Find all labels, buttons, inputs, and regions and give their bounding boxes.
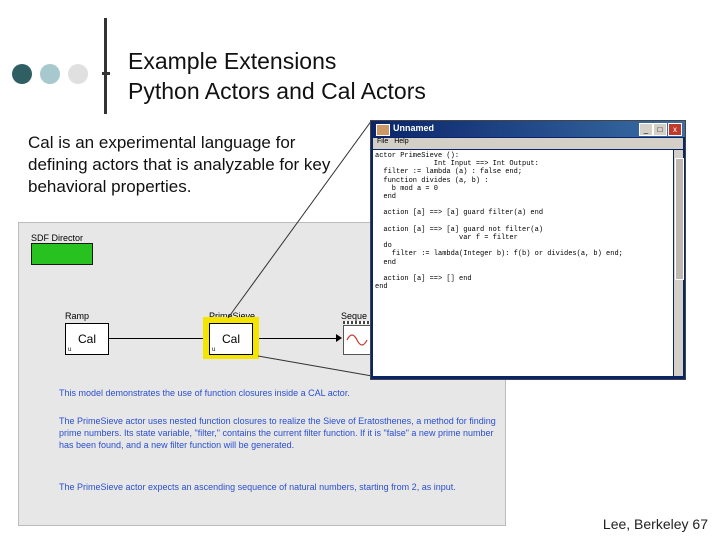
maximize-button[interactable]: □ [653,123,667,136]
prime-sieve-actor[interactable]: Cal u [209,323,253,355]
plotter-ticks [343,321,373,324]
title-divider [104,18,107,114]
wire-ramp-sieve [108,338,204,339]
arrow-icon [336,334,342,342]
model-description-3: The PrimeSieve actor expects an ascendin… [59,482,456,492]
cal-source-code[interactable]: actor PrimeSieve (): Int Input ==> Int O… [375,152,623,292]
sequence-plotter-actor[interactable] [343,325,373,355]
sequence-label: Seque [341,311,368,321]
scrollbar-thumb[interactable] [675,158,684,280]
slide-footer: Lee, Berkeley 67 [602,516,708,532]
menu-file[interactable]: File [377,138,389,145]
vertical-scrollbar[interactable] [674,150,684,376]
minimize-button[interactable]: _ [639,123,653,136]
ramp-actor-text: Cal [77,332,96,346]
port-marker: u [68,347,72,353]
dot-light [40,64,60,84]
bullet-dots [12,64,92,84]
dot-dark [12,64,32,84]
title-line-2: Python Actors and Cal Actors [128,78,426,104]
dot-gray [68,64,88,84]
title-line-1: Example Extensions [128,48,337,74]
sieve-actor-text: Cal [221,332,240,346]
director-label: SDF Director [31,233,84,243]
title-tick [102,72,110,75]
slide-body-text: Cal is an experimental language for defi… [28,133,331,196]
model-description-2: The PrimeSieve actor uses nested functio… [59,416,496,450]
slide-title: Example Extensions Python Actors and Cal… [128,46,426,106]
cal-editor-window[interactable]: Unnamed _ □ x File Help actor PrimeSieve… [370,120,686,380]
window-titlebar[interactable]: Unnamed _ □ x [371,121,685,137]
close-button[interactable]: x [668,123,682,136]
wire-sieve-seq [259,338,337,339]
ramp-label: Ramp [65,311,90,321]
menu-bar: File Help [373,138,683,149]
code-editor[interactable]: actor PrimeSieve (): Int Input ==> Int O… [373,150,673,376]
window-title: Unnamed [393,123,435,133]
sine-wave-icon [346,334,368,346]
ramp-actor[interactable]: Cal u [65,323,109,355]
port-marker: u [212,347,216,353]
sdf-director-block[interactable] [31,243,93,265]
model-description-1: This model demonstrates the use of funct… [59,388,350,398]
app-icon [376,124,390,136]
menu-help[interactable]: Help [394,138,409,145]
